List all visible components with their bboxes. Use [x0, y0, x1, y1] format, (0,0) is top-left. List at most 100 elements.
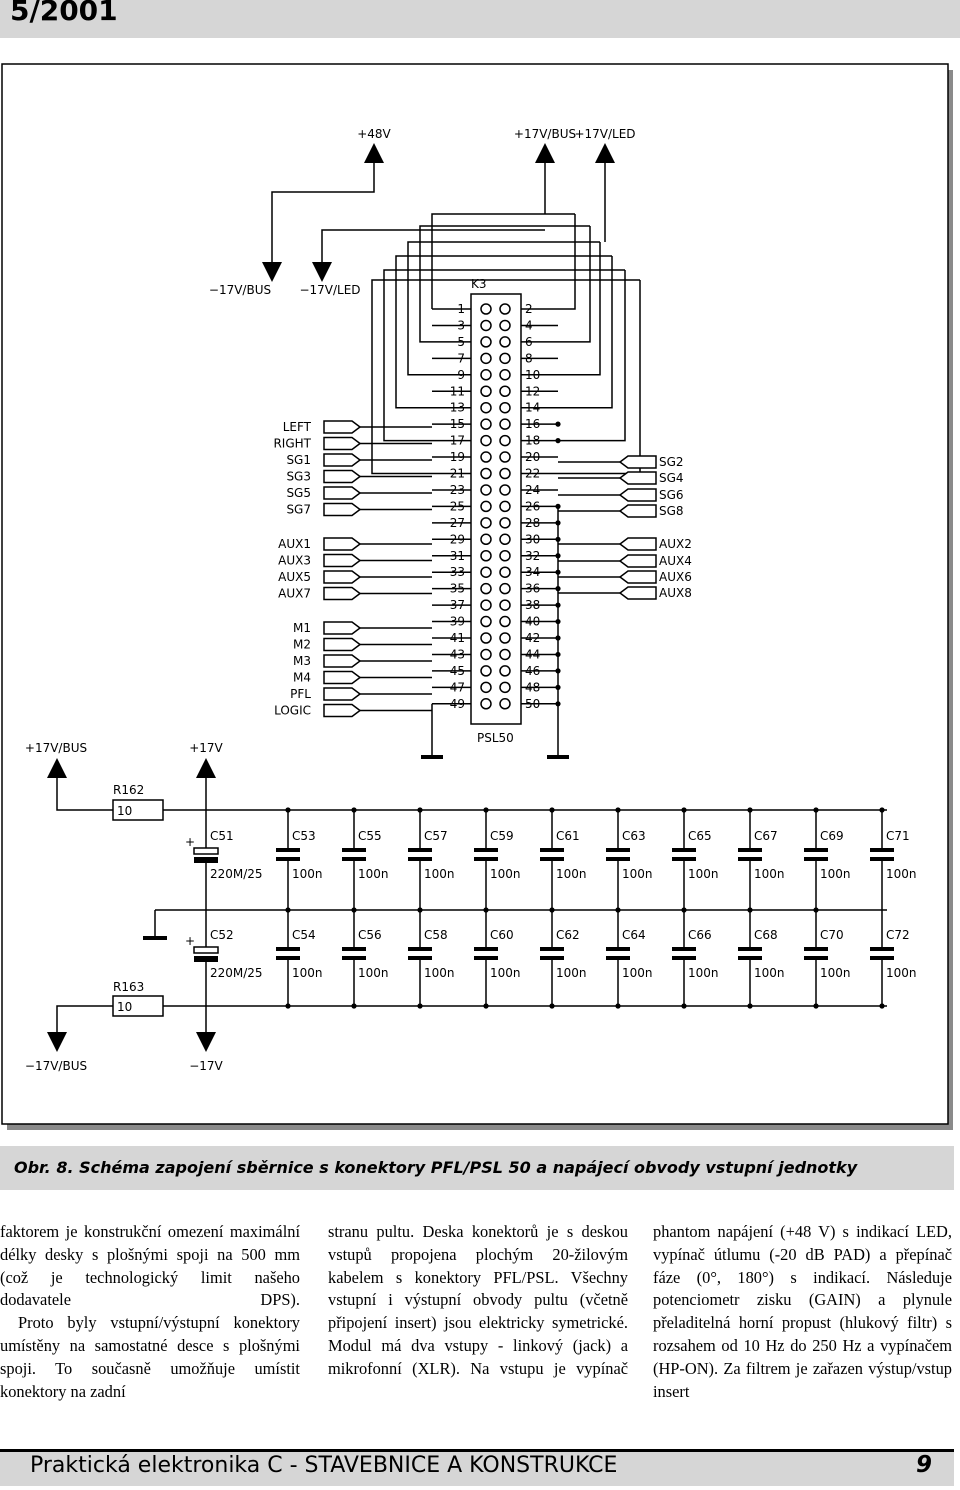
power-arrow-down: [196, 1032, 216, 1052]
signal-tab: [323, 453, 362, 467]
polarity-sign: +: [185, 835, 195, 849]
pin-number-even: 32: [525, 549, 540, 563]
capacitor-bottom-plate: [408, 956, 432, 960]
left-signal-label: AUX1: [278, 537, 311, 551]
pin-hole: [480, 566, 492, 578]
pin-number-odd: 3: [457, 318, 465, 332]
left-signal-label: AUX5: [278, 570, 311, 584]
capacitor-bottom-plate: [342, 947, 366, 951]
text-column-2: stranu pultu. Deska konektorů je s desko…: [328, 1221, 628, 1381]
junction-dot: [555, 651, 561, 658]
capacitor-bottom-plate: [474, 947, 498, 951]
capacitor-bottom-plate: [276, 956, 300, 960]
resistor-r163: [112, 995, 164, 1017]
pin-hole: [499, 401, 511, 414]
pin-number-even: 10: [525, 368, 540, 382]
rail-label: +17V/BUS: [514, 127, 576, 141]
left-signal-label: LOGIC: [274, 704, 311, 718]
capacitor-name: C57: [424, 829, 448, 843]
capacitor-name: C64: [622, 928, 646, 942]
figure-caption: Obr. 8. Schéma zapojení sběrnice s konek…: [0, 1146, 954, 1190]
bus-wire: [558, 270, 626, 442]
polarity-sign: +: [185, 934, 195, 948]
left-signal-label: AUX7: [278, 587, 311, 601]
pin-number-odd: 21: [450, 467, 465, 481]
pin-number-even: 30: [525, 532, 540, 546]
capacitor-top-plate: [193, 847, 219, 855]
junction-dot: [555, 569, 561, 575]
pin-hole: [480, 681, 492, 694]
left-signal-label: AUX3: [278, 554, 311, 568]
capacitor-name: C67: [754, 829, 778, 843]
resistor-value: 10: [117, 804, 132, 818]
pin-hole: [499, 648, 511, 661]
pin-number-even: 16: [525, 417, 540, 431]
capacitor-name: C55: [358, 829, 382, 843]
junction-dot: [681, 907, 687, 913]
left-signal-label: SG7: [286, 503, 311, 517]
capacitor-name: C60: [490, 928, 514, 942]
signal-tab: [618, 537, 657, 551]
junction-dot: [483, 1003, 489, 1009]
pin-hole: [480, 550, 492, 562]
junction-dot: [549, 1003, 555, 1009]
left-signal-label: SG5: [286, 486, 311, 500]
pin-number-even: 14: [525, 401, 540, 415]
junction-dot: [747, 1003, 753, 1009]
pin-hole: [499, 550, 511, 562]
junction-dot: [555, 602, 561, 608]
pin-hole: [499, 418, 511, 430]
pin-number-odd: 15: [450, 417, 465, 431]
pin-number-odd: 25: [450, 499, 465, 513]
signal-tab: [323, 469, 362, 484]
junction-dot: [813, 807, 819, 813]
pin-number-odd: 9: [457, 368, 465, 382]
signal-tab: [323, 537, 362, 551]
column-1-paragraph-2: Proto byly vstupní/výstupní konektory um…: [0, 1313, 300, 1401]
capacitor-value: 100n: [490, 966, 521, 980]
left-signal-label: M4: [293, 671, 311, 685]
rail-label-neg: −17V/BUS: [209, 283, 271, 297]
bus-wire: [371, 279, 640, 475]
junction-dot: [555, 438, 561, 444]
capacitor-name: C54: [292, 928, 316, 942]
pin-hole: [480, 401, 492, 414]
pin-hole: [480, 665, 492, 677]
capacitor-top-plate: [804, 848, 828, 852]
right-signal-label: SG6: [659, 488, 684, 502]
capacitor-bottom-plate: [408, 947, 432, 951]
junction-dot: [483, 907, 489, 913]
pin-number-odd: 49: [450, 697, 465, 711]
pin-hole: [480, 336, 492, 348]
caption-text: Obr. 8. Schéma zapojení sběrnice s konek…: [14, 1158, 858, 1177]
capacitor-value: 100n: [688, 966, 719, 980]
pin-hole: [499, 319, 511, 332]
wire-48v: [271, 163, 375, 262]
capacitor-top-plate: [870, 857, 894, 861]
power-label: −17V/BUS: [25, 1059, 87, 1073]
pin-number-even: 40: [525, 615, 540, 629]
ground-symbol: [143, 936, 167, 940]
pin-number-even: 22: [525, 467, 540, 481]
pin-number-even: 48: [525, 680, 540, 694]
bus-wire: [558, 242, 601, 376]
junction-dot: [615, 907, 621, 913]
pin-hole: [499, 352, 511, 365]
capacitor-name: C52: [210, 928, 234, 942]
pin-hole: [480, 599, 492, 611]
capacitor-top-plate: [474, 848, 498, 852]
bus-wire: [558, 226, 591, 343]
junction-dot: [417, 807, 423, 813]
junction-dot: [417, 907, 423, 913]
junction-dot: [555, 618, 561, 625]
resistor-name: R162: [113, 783, 144, 797]
pin-hole: [499, 336, 511, 348]
signal-tab: [323, 502, 362, 517]
capacitor-bottom-plate: [342, 956, 366, 960]
pin-hole: [499, 369, 511, 381]
signal-tab: [323, 436, 362, 451]
pin-number-even: 6: [525, 335, 533, 349]
junction-dot: [747, 907, 753, 913]
pin-number-odd: 23: [450, 483, 465, 497]
left-signal-label: LEFT: [283, 420, 312, 434]
